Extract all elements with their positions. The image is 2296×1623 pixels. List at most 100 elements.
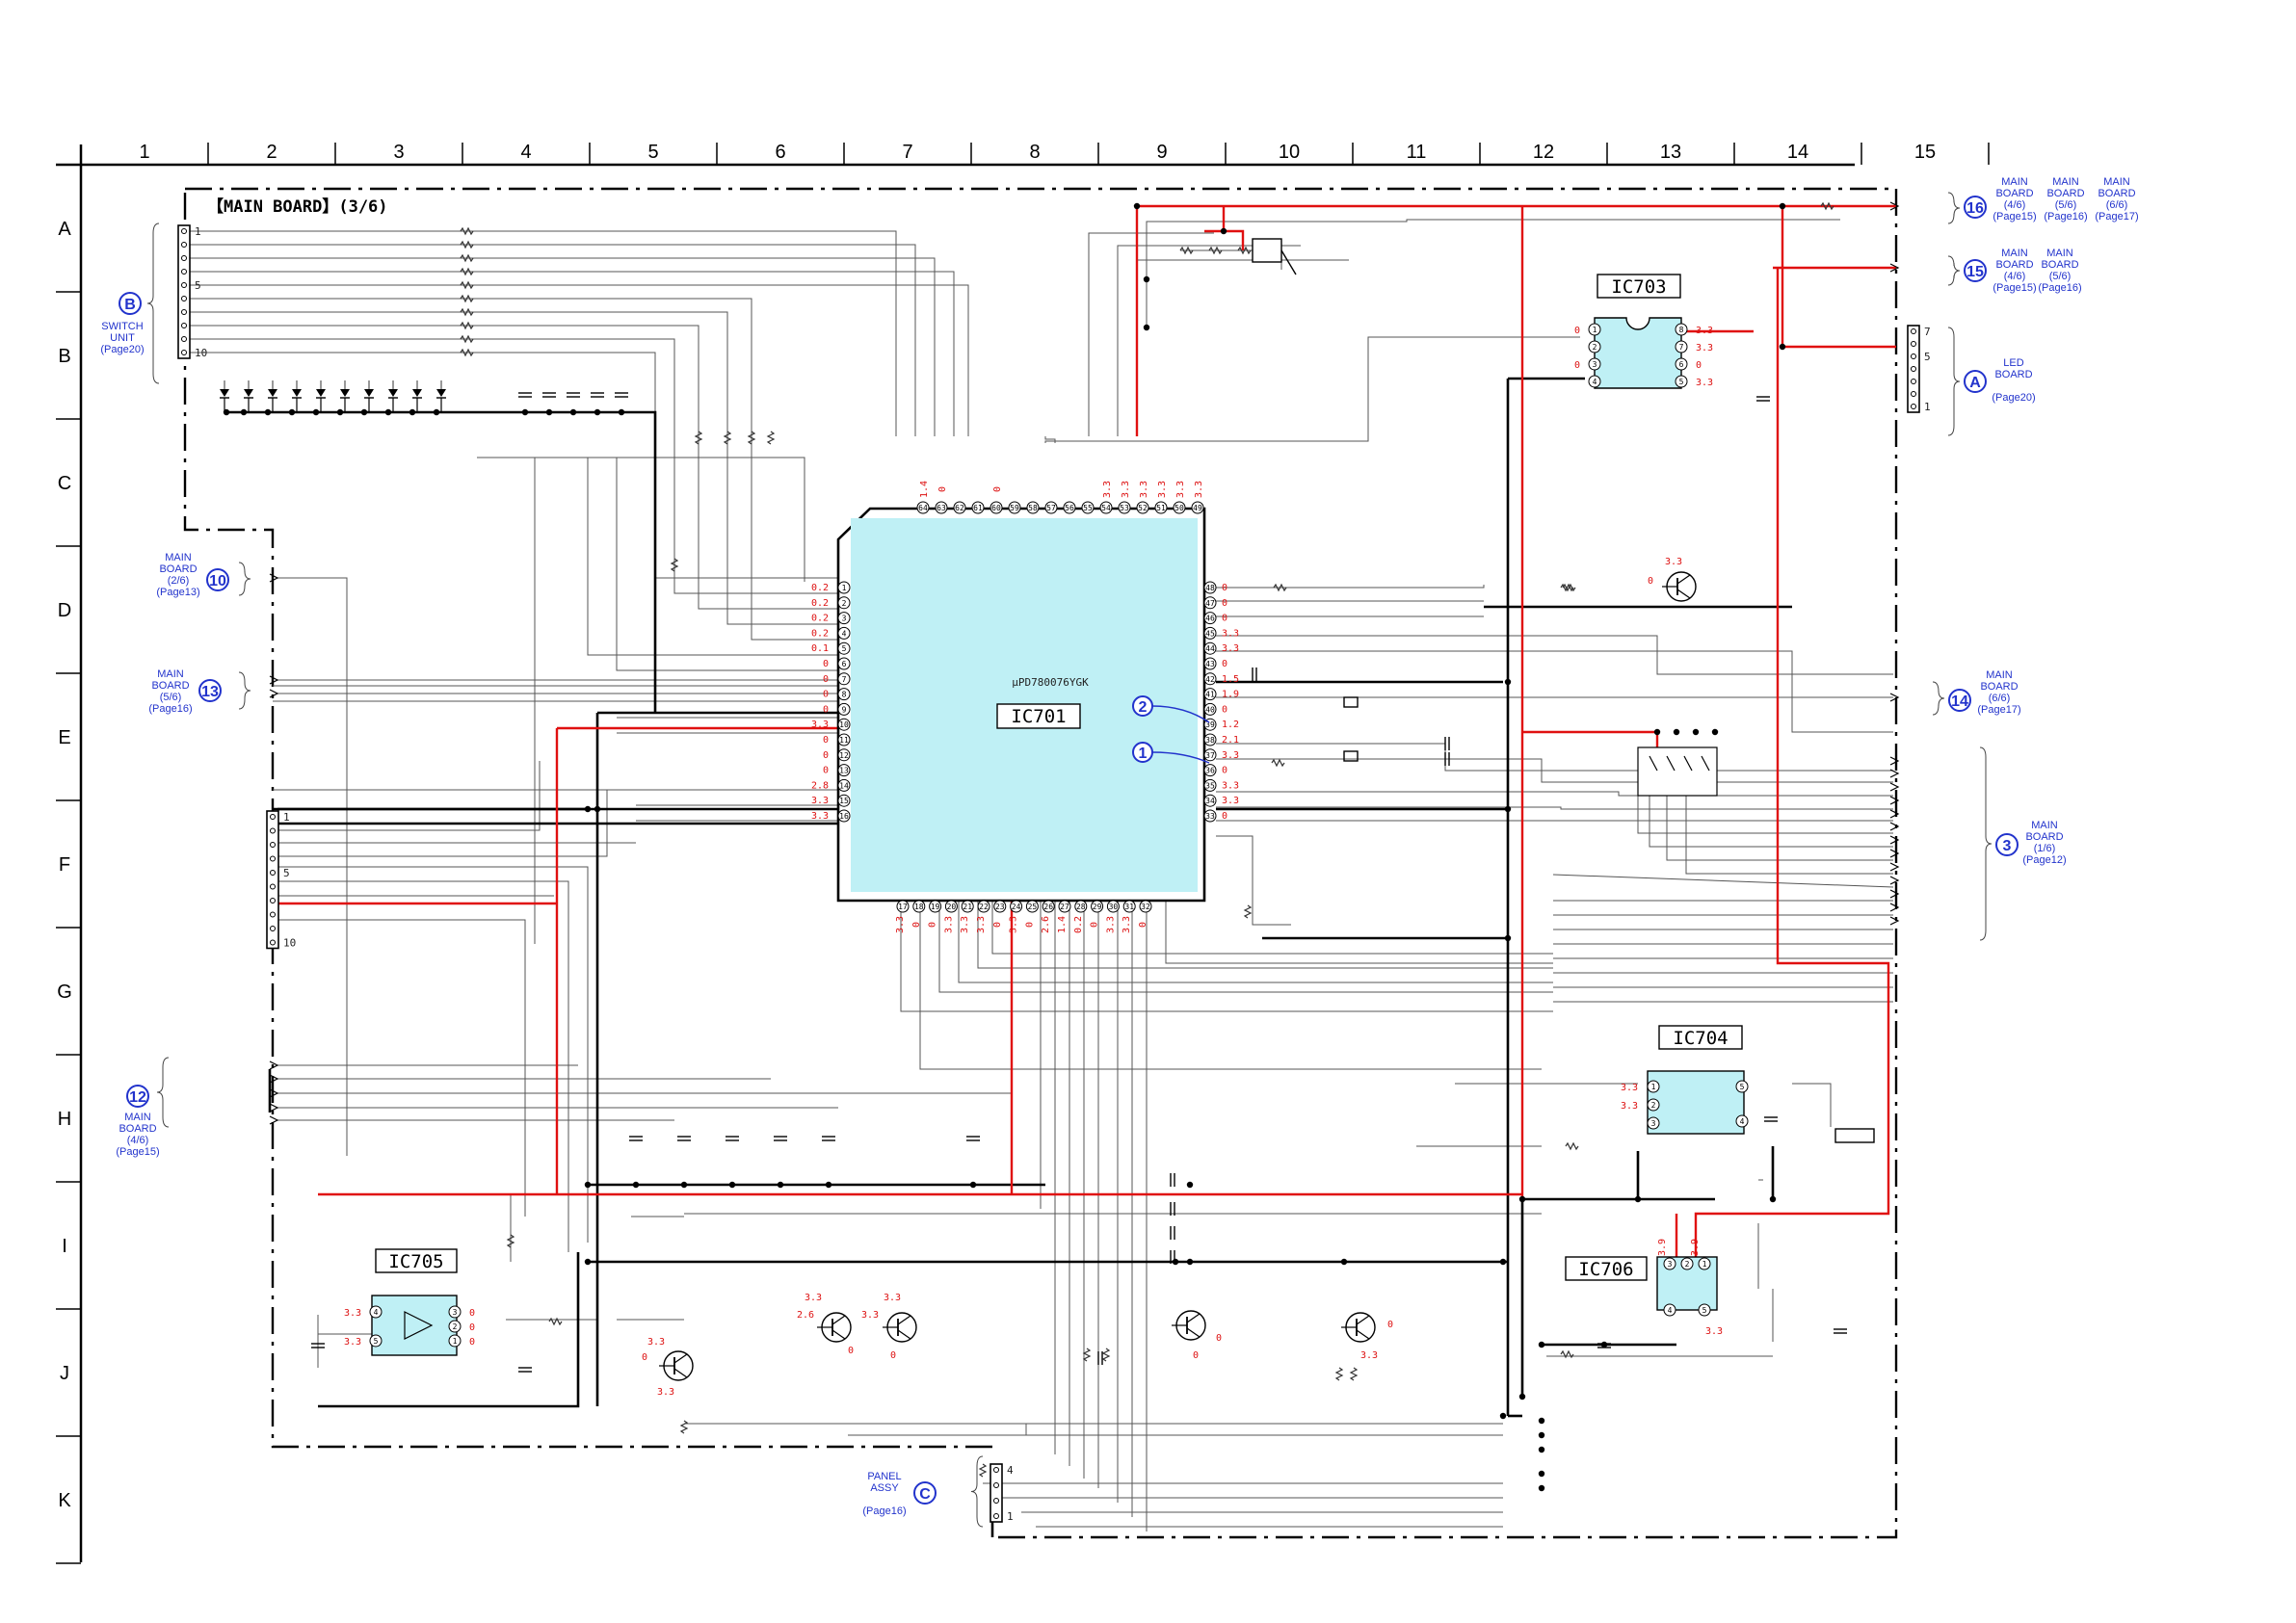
diode <box>220 389 229 397</box>
brace <box>1947 255 1961 286</box>
pin-number: 43 <box>1205 660 1215 668</box>
pin-number: 58 <box>1028 504 1038 512</box>
connector-text: (5/6) <box>160 692 182 703</box>
arrow-stub <box>1889 263 1900 273</box>
pin <box>369 1305 383 1319</box>
connector-text: MAIN <box>165 552 192 563</box>
pin <box>1042 900 1055 913</box>
voltage-label: 3.3 <box>657 1387 674 1398</box>
connector-text: (Page16) <box>148 703 192 715</box>
voltage-label: 1.4 <box>1057 916 1068 933</box>
junction-dot <box>1499 1258 1507 1266</box>
pin <box>1203 657 1217 670</box>
header-pin-label: 1 <box>195 225 201 238</box>
voltage-label: 3.3 <box>1621 1083 1638 1093</box>
header-pin-label: 5 <box>1924 351 1931 363</box>
voltage-label: 3.3 <box>884 1293 901 1303</box>
brace <box>156 1057 170 1128</box>
junction-dot <box>680 1181 688 1189</box>
connector-text: (Page15) <box>116 1146 159 1158</box>
voltage-label: 0 <box>911 922 922 928</box>
voltage-label: 3.3 <box>895 916 906 933</box>
pin <box>1074 900 1088 913</box>
row-label: F <box>59 854 70 876</box>
pin-number: 8 <box>1679 326 1684 334</box>
pin <box>1203 764 1217 777</box>
arrow-stub <box>1889 769 1900 778</box>
junction-dot <box>336 408 344 416</box>
pin <box>1698 1257 1711 1270</box>
junction-dot <box>1504 805 1512 813</box>
junction-dot <box>632 1181 640 1189</box>
junction-dot <box>1143 324 1150 331</box>
pin <box>1091 900 1104 913</box>
voltage-label: 0 <box>1222 704 1227 715</box>
row-label: C <box>58 473 71 494</box>
pin-number: 4 <box>1668 1306 1673 1315</box>
brace <box>1932 681 1945 716</box>
ic701-part: μPD780076YGK <box>1012 676 1089 689</box>
row-label: A <box>58 219 71 240</box>
pin <box>1099 501 1113 514</box>
connector-text: (Page16) <box>862 1505 906 1517</box>
ic704-label: IC704 <box>1673 1028 1728 1049</box>
pin-number: 5 <box>1740 1083 1745 1091</box>
arrow-stub <box>1889 916 1900 926</box>
voltage-label: 0 <box>1216 1333 1222 1344</box>
diode <box>244 389 253 397</box>
pin <box>837 733 851 746</box>
connector-text: (6/6) <box>2106 199 2128 211</box>
pin-number: 48 <box>1205 584 1215 592</box>
junction-dot <box>584 805 592 813</box>
pin-number: 57 <box>1046 504 1056 512</box>
connector-text: PANEL <box>867 1471 901 1482</box>
diode <box>436 389 446 397</box>
junction-dot <box>1504 934 1512 942</box>
pin-number: 11 <box>839 736 849 745</box>
pin <box>1010 900 1023 913</box>
ic701: IC701 μPD780076YGK 10.220.230.240.250.16… <box>811 481 1239 933</box>
connector-badge-text: C <box>919 1486 931 1503</box>
pin-number: 61 <box>973 504 983 512</box>
pin-number: 44 <box>1205 644 1215 653</box>
pin <box>1647 1116 1660 1130</box>
junction-dot <box>1538 1431 1545 1439</box>
pin <box>993 900 1007 913</box>
pin <box>837 702 851 716</box>
connector-badge <box>1964 196 1987 219</box>
pin-number: 46 <box>1205 615 1215 623</box>
pin <box>1139 900 1152 913</box>
arrow-stub <box>1889 876 1900 885</box>
connector-text: (4/6) <box>127 1135 149 1146</box>
pin-number: 53 <box>1120 504 1129 512</box>
voltage-label: 0 <box>1024 922 1035 928</box>
header <box>266 810 279 950</box>
column-label: 4 <box>520 142 531 163</box>
column-label: 15 <box>1914 142 1936 163</box>
voltage-label: 0 <box>469 1322 475 1333</box>
pin <box>1173 501 1186 514</box>
signal-wiring <box>183 219 1894 1531</box>
junction-dot <box>1538 1417 1545 1425</box>
pin-number: 51 <box>1156 504 1166 512</box>
arrow-stub <box>1889 862 1900 872</box>
resistor <box>460 334 474 344</box>
voltage-label: 3.3 <box>960 916 970 933</box>
grid-frame <box>56 143 1990 1564</box>
pin-number: 6 <box>842 660 847 668</box>
pin <box>1675 375 1688 388</box>
connector-text: (Page17) <box>1977 704 2020 716</box>
pin-number: 5 <box>1702 1306 1707 1315</box>
pin-number: 8 <box>842 691 847 699</box>
voltage-label: 0 <box>469 1308 475 1319</box>
callout-one: 1 <box>1132 742 1210 764</box>
pin-number: 13 <box>839 767 849 775</box>
pin <box>1136 501 1149 514</box>
connector-badge <box>1964 259 1987 282</box>
junction-dot <box>1340 1258 1348 1266</box>
pin <box>1191 501 1204 514</box>
connector-text: (2/6) <box>168 575 190 587</box>
pin-number: 42 <box>1205 675 1215 684</box>
voltage-label: 1.2 <box>1222 720 1239 730</box>
header <box>990 1463 1003 1523</box>
